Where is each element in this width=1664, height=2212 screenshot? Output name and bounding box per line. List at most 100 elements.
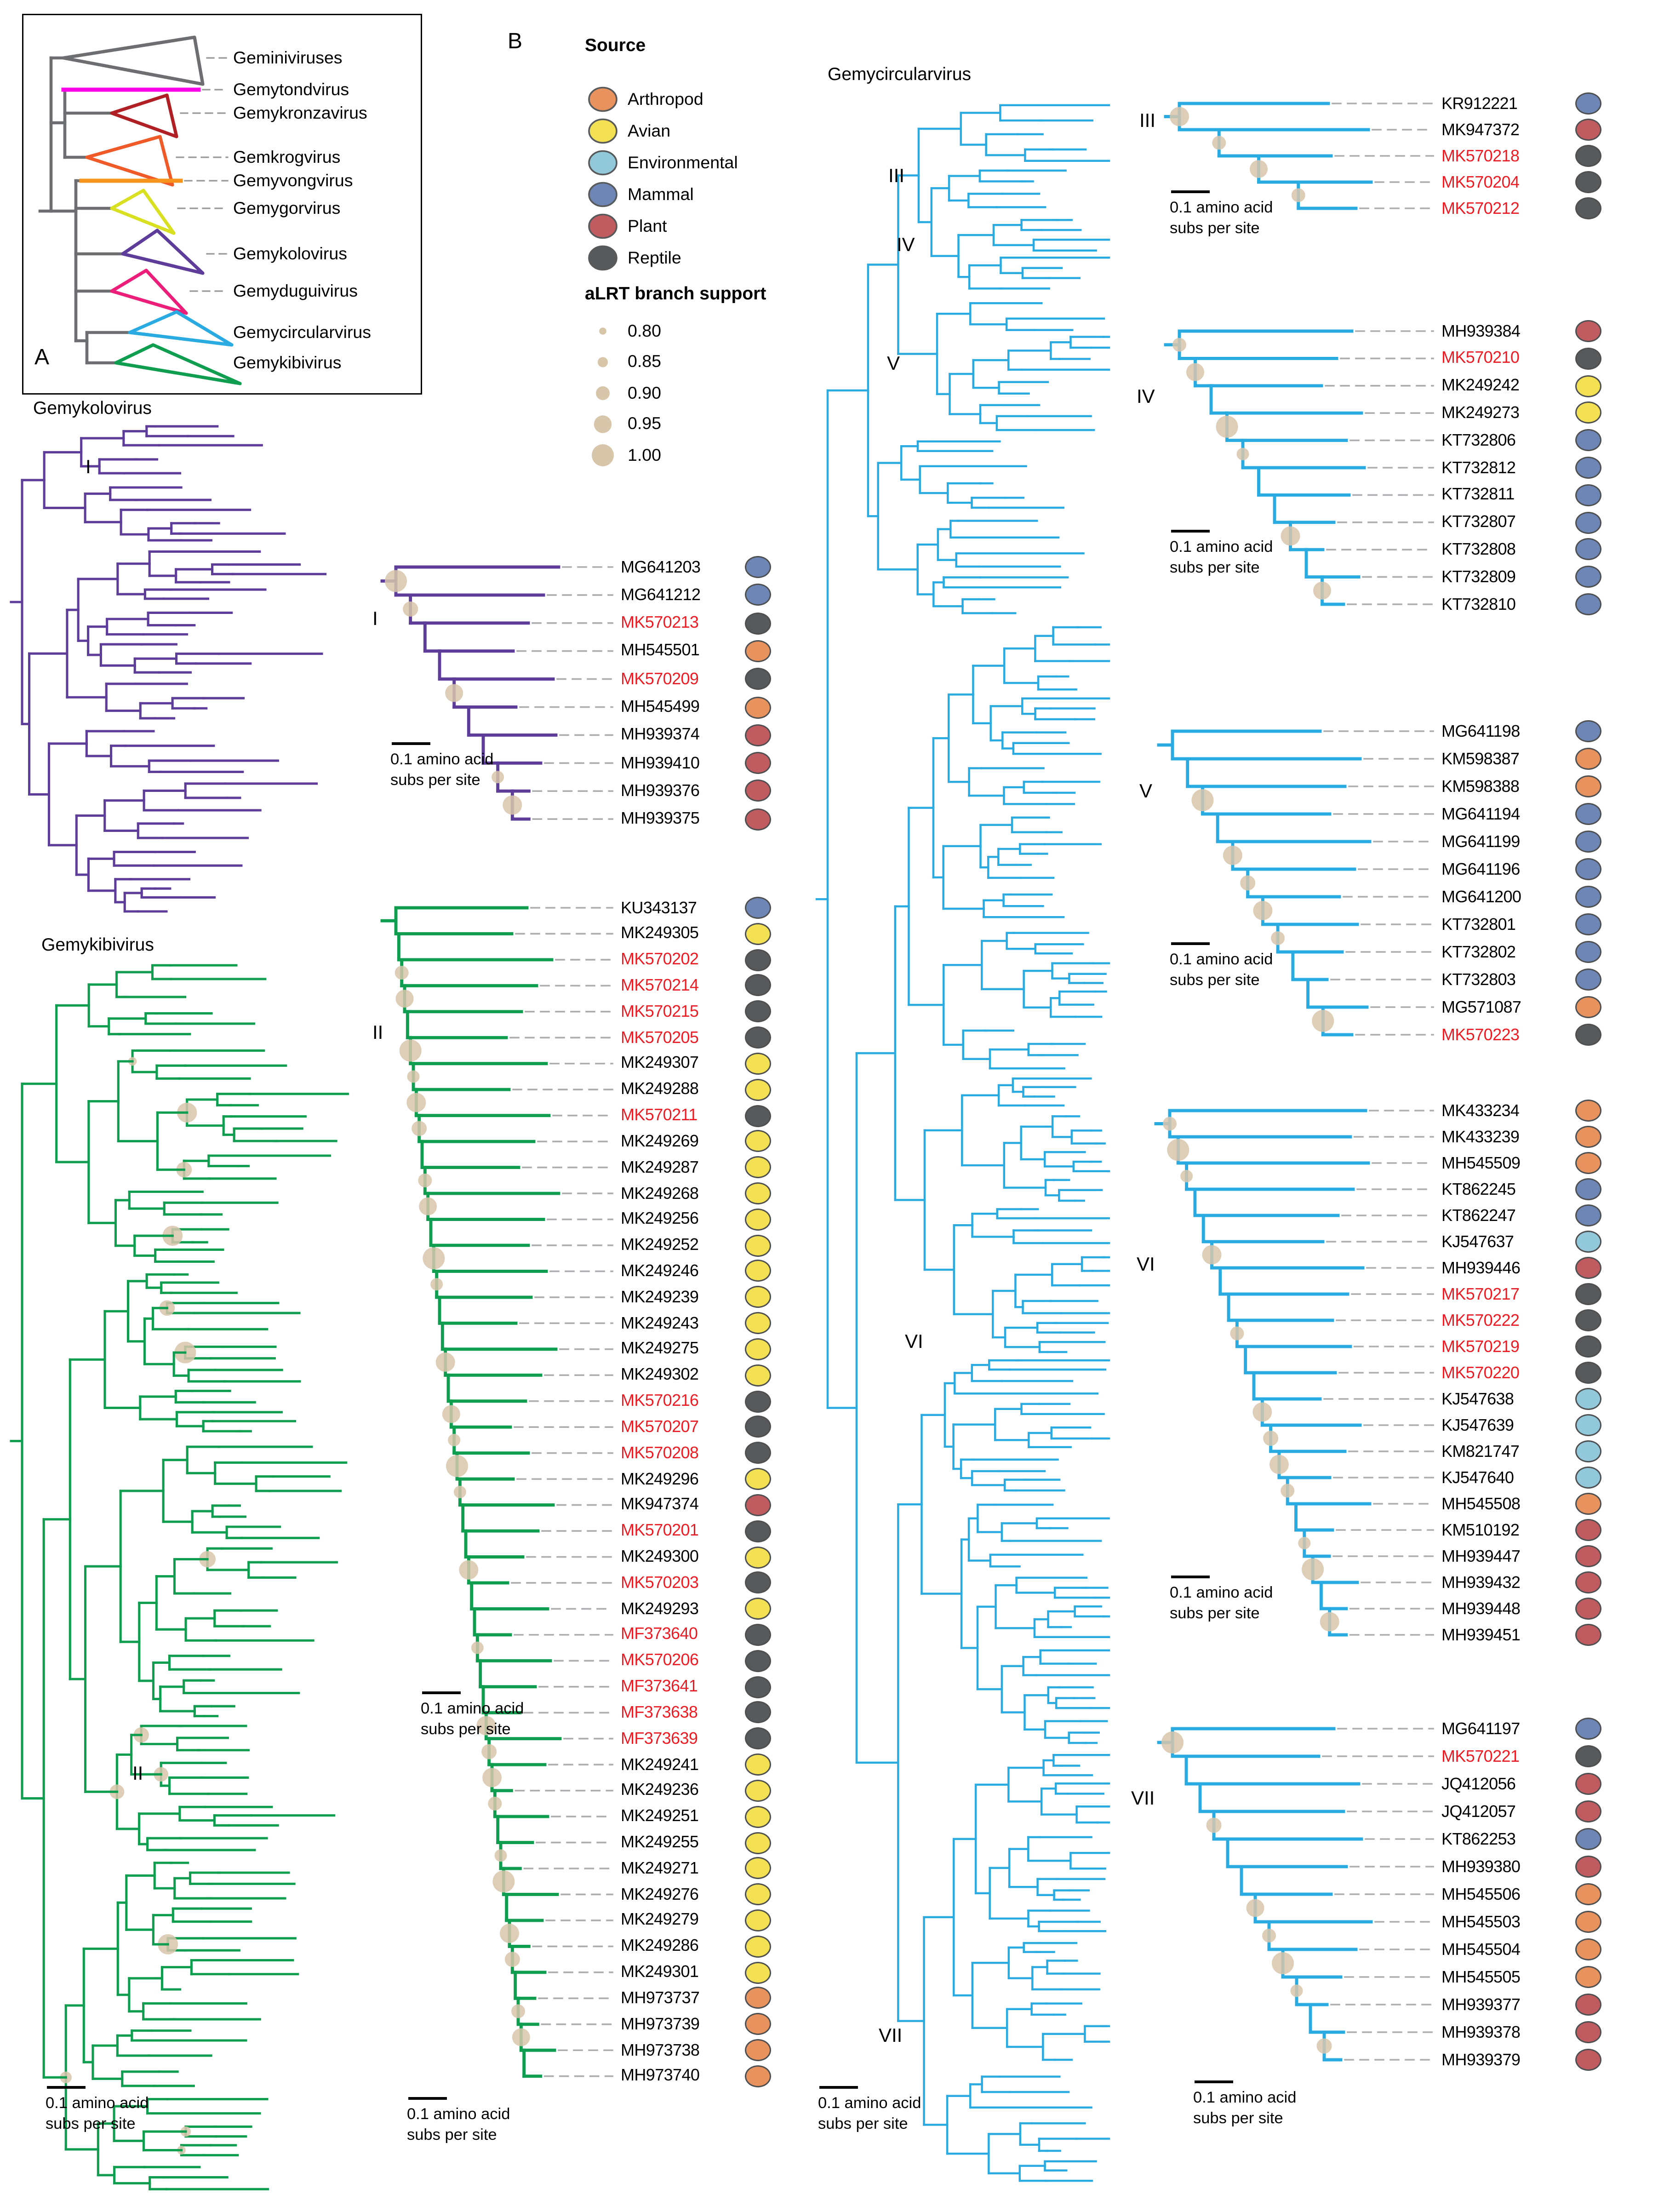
tip-accession-label: MK570201 [621,1520,699,1540]
source-dot-plant [1575,1598,1601,1620]
alrt-legend-value: 0.95 [628,414,662,433]
source-dot-reptile [745,1442,771,1464]
source-dot-avian [745,1754,771,1776]
tip-accession-label: MK249268 [621,1183,699,1203]
source-dot-arthropod [1575,1100,1601,1122]
source-dot-avian [745,1935,771,1958]
source-dot-environmental [1575,1231,1601,1253]
tip-accession-label: MK249286 [621,1936,699,1955]
source-dot-plant [1575,2021,1601,2043]
tip-accession-label: MK570203 [621,1572,699,1592]
source-dot-avian [745,1234,771,1256]
alrt-support-dot [481,1744,497,1759]
scale-bar-text: 0.1 amino acid [1193,2090,1297,2107]
source-dot-arthropod [1575,1126,1601,1148]
tip-accession-label: MH973740 [621,2066,700,2086]
source-dot-avian [745,1156,771,1179]
alrt-support-dot [1263,1431,1279,1446]
source-legend-label: Avian [628,120,671,140]
tip-accession-label: MH939380 [1441,1856,1521,1876]
alrt-support-dot [1170,107,1189,126]
gemykibivirus-title: Gemykibivirus [41,934,154,955]
source-legend-label: Reptile [628,247,681,267]
gemycircularvirus-clade-label: V [887,352,900,374]
gemykolovirus-clade-label: I [86,455,91,477]
source-dot-reptile [745,1000,771,1023]
source-dot-plant [1575,320,1601,342]
gemycircularvirus-clade-label: III [888,164,905,186]
tip-accession-label: KM598387 [1441,748,1520,768]
tip-accession-label: MG571087 [1441,997,1521,1016]
alrt-support-dot [1320,1612,1339,1632]
scale-bar-line [1171,942,1210,946]
tip-accession-label: MH939432 [1441,1572,1521,1592]
tip-accession-label: KT732802 [1441,941,1516,961]
alrt-support-dot [1216,415,1238,438]
alrt-support-dot [448,1433,461,1446]
alrt-support-dot [1269,1455,1289,1474]
tip-accession-label: MH939447 [1441,1546,1521,1565]
alrt-legend-value: 0.90 [628,383,662,402]
alrt-support-dot [492,771,504,784]
tip-accession-label: MK570221 [1441,1746,1520,1765]
alrt-support-dot [1298,1537,1311,1549]
source-dot-mammal [1575,593,1601,615]
collapsed-clade-triangle [128,310,234,347]
source-dot-arthropod [745,2039,771,2062]
alrt-support-dot [1191,789,1214,811]
alrt-support-dot [1186,363,1204,381]
tip-accession-label: MK249236 [621,1780,699,1800]
tip-accession-label: MH545504 [1441,1939,1521,1959]
alrt-support-dot [459,1560,479,1580]
scale-bar-text: subs per site [390,773,480,789]
tip-accession-label: MF373641 [621,1676,698,1696]
gemycircularvirus-clade-label: VI [905,1330,923,1352]
source-dot-plant [745,1494,771,1516]
tip-accession-label: MK249279 [621,1910,699,1930]
source-dot-reptile [1575,1335,1601,1358]
source-dot-plant [1575,1800,1601,1822]
panel-a-tree-figure [38,35,242,385]
alrt-support-dot [445,684,463,702]
panel-a-taxon-label: Gemykibivirus [233,353,342,372]
alrt-support-dot [1180,1170,1193,1182]
scale-bar-line [422,1691,461,1695]
alrt-support-dot [1316,2038,1332,2054]
alrt-support-dot [1262,1929,1276,1943]
collapsed-clade-triangle [110,269,188,315]
scale-bar-line [1171,530,1210,533]
panel-a-taxon-label: Gemygorvirus [233,199,341,218]
alrt-support-dot [406,1093,426,1112]
panel-b-label: B [508,30,523,54]
alrt-legend-value: 1.00 [628,445,662,464]
tip-accession-label: MK249246 [621,1261,699,1280]
subtree-branches [1164,102,1434,210]
tip-accession-label: MG641198 [1441,721,1520,740]
source-dot-avian [745,1779,771,1802]
source-dot-arthropod [1575,1911,1601,1933]
source-dot-reptile [745,1416,771,1438]
tip-accession-label: MK433234 [1441,1100,1520,1120]
source-dot-plant [1575,1257,1601,1279]
alrt-support-dot [482,1768,502,1788]
tip-accession-label: KM510192 [1441,1519,1520,1539]
tip-accession-label: MH939448 [1441,1598,1521,1618]
panel-a-taxon-label: Gemykolovirus [233,244,348,264]
source-dot-reptile [1575,1362,1601,1384]
source-legend-dot [588,213,618,239]
alrt-support-dot [1312,1010,1334,1032]
tip-accession-label: MH939374 [621,724,700,744]
tip-accession-label: MK570207 [621,1416,699,1436]
source-dot-reptile [1575,347,1601,370]
tip-accession-label: MH939375 [621,808,700,828]
source-dot-avian [745,1598,771,1620]
gemykibivirus-clade-label: II [132,1762,143,1784]
scale-bar-text: 0.1 amino acid [1170,952,1273,968]
alrt-legend-title: aLRT branch support [585,283,766,304]
alrt-support-dot [1223,846,1242,865]
tip-accession-label: MK249275 [621,1339,699,1358]
